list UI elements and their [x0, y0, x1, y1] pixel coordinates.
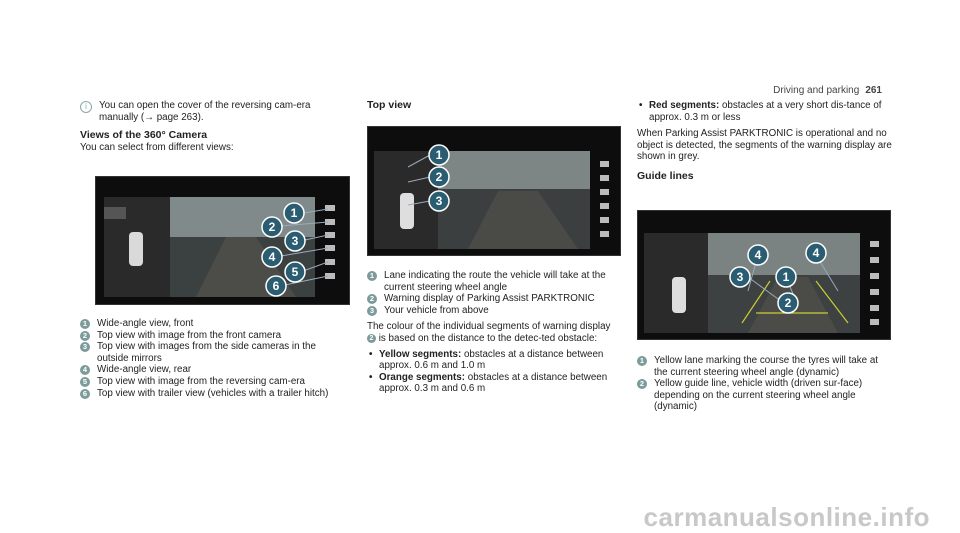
callout-5-icon: 5 [284, 261, 306, 283]
segment-paragraph: The colour of the individual segments of… [367, 321, 611, 344]
svg-text:1: 1 [291, 206, 298, 220]
svg-text:4: 4 [813, 246, 820, 260]
column-1: i You can open the cover of the reversin… [80, 100, 350, 153]
svg-text:3: 3 [737, 270, 744, 284]
callout-4-icon: 4 [747, 244, 769, 266]
svg-text:1: 1 [436, 148, 443, 162]
figure-guide-lines: 4 4 3 1 2 [637, 210, 891, 340]
views-intro: You can select from different views: [80, 141, 234, 153]
callout-1-icon: 1 [775, 266, 797, 288]
figure-top-view: 1 2 3 [367, 126, 621, 256]
svg-text:6: 6 [273, 279, 280, 293]
figure-360-views: 1 2 3 4 5 6 [95, 176, 350, 305]
callout-2-icon: 2 [261, 216, 283, 238]
svg-text:5: 5 [292, 265, 299, 279]
svg-text:2: 2 [436, 170, 443, 184]
section-title: Driving and parking [773, 85, 860, 96]
svg-text:4: 4 [755, 248, 762, 262]
ref-marker: 2 [367, 333, 376, 343]
guide-lines-heading: Guide lines [637, 169, 694, 182]
callout-1-icon: 1 [428, 144, 450, 166]
column-3: Red segments: obstacles at a very short … [637, 100, 892, 183]
running-header: Driving and parking 261 [773, 85, 882, 96]
list-item: Yellow segments: obstacles at a distance… [367, 349, 622, 372]
info-icon: i [80, 101, 92, 113]
note-text: You can open the cover of the reversing … [99, 100, 311, 123]
callout-6-icon: 6 [265, 275, 287, 297]
svg-text:3: 3 [292, 234, 299, 248]
watermark: carmanualsonline.info [643, 502, 930, 532]
svg-text:4: 4 [269, 250, 276, 264]
callout-2-icon: 2 [428, 166, 450, 188]
callout-4-icon: 4 [261, 246, 283, 268]
callout-3-icon: 3 [428, 190, 450, 212]
grey-paragraph: When Parking Assist PARKTRONIC is operat… [637, 128, 892, 163]
list-item: Red segments: obstacles at a very short … [637, 100, 892, 123]
callout-3-icon: 3 [284, 230, 306, 252]
callout-2-icon: 2 [777, 292, 799, 314]
callout-4-icon: 4 [805, 242, 827, 264]
column-2: Top view [367, 99, 622, 112]
page-number: 261 [865, 85, 882, 96]
svg-text:1: 1 [783, 270, 790, 284]
top-view-heading: Top view [367, 99, 412, 111]
callout-3-icon: 3 [729, 266, 751, 288]
svg-text:2: 2 [785, 296, 792, 310]
svg-text:2: 2 [269, 220, 276, 234]
note: i You can open the cover of the reversin… [80, 100, 350, 123]
list-item: Orange segments: obstacles at a distance… [367, 372, 622, 395]
callout-1-icon: 1 [283, 202, 305, 224]
views-heading: Views of the 360° Camera [80, 129, 208, 142]
svg-text:3: 3 [436, 194, 443, 208]
